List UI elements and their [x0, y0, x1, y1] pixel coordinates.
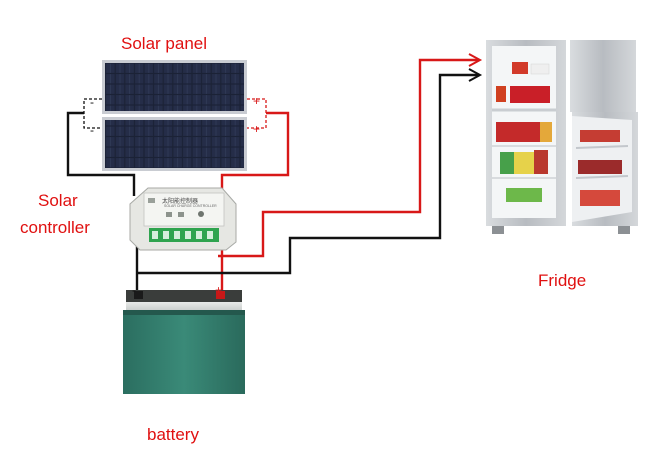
mark-battery-plus: +: [215, 283, 223, 297]
fridge-unit: [486, 40, 638, 234]
wire-load-negative: [137, 73, 478, 275]
solar-controller: [129, 187, 237, 251]
solar-panel-bottom: [102, 117, 247, 171]
label-fridge: Fridge: [538, 271, 587, 290]
arrow-red-icon: [468, 53, 483, 67]
mark-panel-top-plus: +: [253, 94, 261, 108]
wire-panel-positive: [220, 111, 290, 196]
mark-panel-bottom-plus: +: [253, 122, 261, 136]
mark-panel-bottom-minus: -: [90, 123, 94, 137]
label-battery: battery: [147, 425, 199, 444]
wire-load-positive: [218, 58, 478, 258]
label-solar-controller-line2: controller: [20, 218, 90, 237]
controller-face-subtitle: SOLAR CHARGE CONTROLLER: [164, 204, 217, 208]
wire-panel-negative: [66, 111, 136, 196]
controller-face-title: 太阳能控制器: [162, 198, 199, 205]
battery-unit: [123, 290, 245, 394]
solar-panel-top: [102, 60, 247, 114]
label-solar-panel: Solar panel: [121, 34, 208, 53]
mark-battery-minus: -: [132, 283, 136, 297]
arrow-black-icon: [468, 68, 483, 82]
mark-panel-top-minus: -: [90, 95, 94, 109]
label-solar-controller-line1: Solar: [38, 191, 78, 210]
